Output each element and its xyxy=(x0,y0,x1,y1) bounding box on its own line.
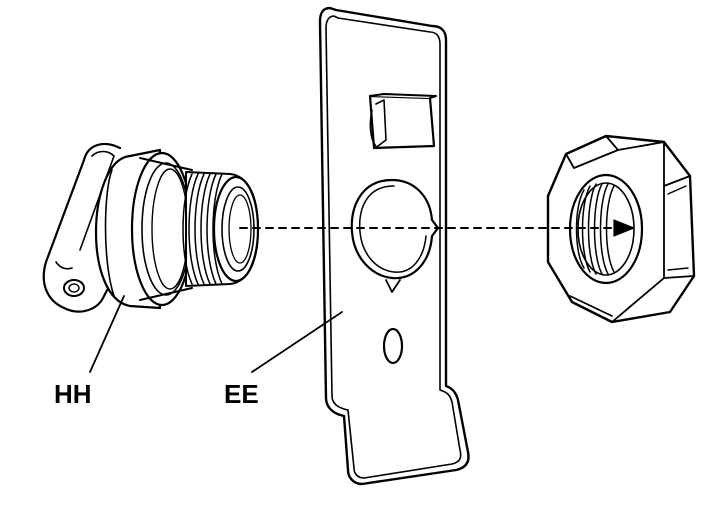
callout-label-ee: EE xyxy=(224,379,259,409)
callout-label-hh: HH xyxy=(54,379,92,409)
leader-line-ee xyxy=(251,311,343,373)
leader-line-hh xyxy=(89,295,125,373)
plate-lower-hole xyxy=(382,327,404,365)
flange-hole xyxy=(63,279,85,297)
fitting-hh xyxy=(42,142,260,313)
plate-center-hole xyxy=(350,178,440,293)
plate-tab xyxy=(368,93,437,150)
arrowhead-icon xyxy=(613,219,635,237)
plate-ee xyxy=(318,6,470,486)
